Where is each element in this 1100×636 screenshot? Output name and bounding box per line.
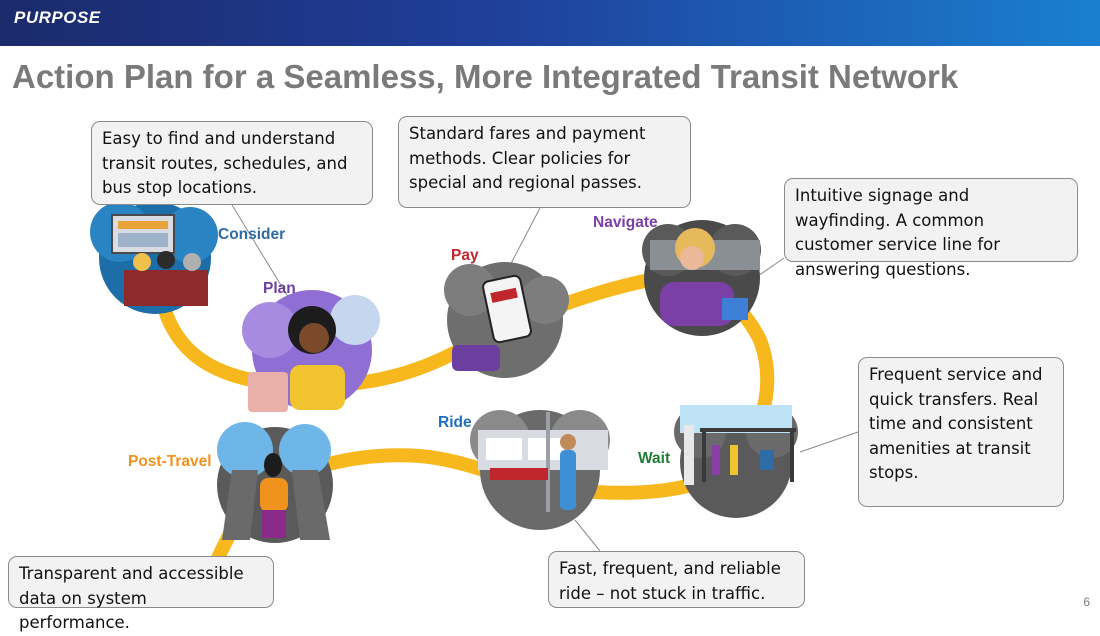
- plan-illustration: [242, 290, 380, 412]
- stage-label-post-travel: Post-Travel: [128, 453, 212, 470]
- wait-illustration: [674, 405, 798, 518]
- leader-line-wait: [799, 431, 859, 453]
- callout-wait: Frequent service and quick transfers. Re…: [858, 357, 1064, 507]
- leader-line-ride: [574, 519, 601, 552]
- callout-navigate: Intuitive signage and wayfinding. A comm…: [784, 178, 1078, 279]
- callout-plan: Easy to find and understand transit rout…: [91, 121, 373, 205]
- stage-label-navigate: Navigate: [593, 214, 658, 231]
- stage-label-pay: Pay: [451, 247, 479, 264]
- consider-illustration: [90, 202, 218, 314]
- stage-label-ride: Ride: [438, 414, 472, 431]
- journey-diagram: [90, 202, 859, 572]
- header-bar: PURPOSE: [0, 0, 1100, 46]
- navigate-illustration: [642, 220, 761, 336]
- callout-ride: Fast, frequent, and reliable ride – not …: [548, 551, 805, 608]
- journey-path: [153, 271, 775, 572]
- page-number: 6: [1083, 595, 1090, 609]
- header-label: PURPOSE: [14, 8, 101, 27]
- ride-illustration: [470, 410, 610, 530]
- post-travel-illustration: [217, 422, 333, 543]
- callout-pay: Standard fares and payment methods. Clea…: [398, 116, 691, 208]
- page-title: Action Plan for a Seamless, More Integra…: [12, 58, 959, 95]
- pay-illustration: [444, 262, 569, 378]
- leader-line-plan: [231, 204, 291, 301]
- callout-post-travel: Transparent and accessible data on syste…: [8, 556, 274, 632]
- stage-label-consider: Consider: [218, 226, 286, 243]
- stage-label-plan: Plan: [263, 280, 296, 297]
- stage-label-wait: Wait: [638, 450, 671, 467]
